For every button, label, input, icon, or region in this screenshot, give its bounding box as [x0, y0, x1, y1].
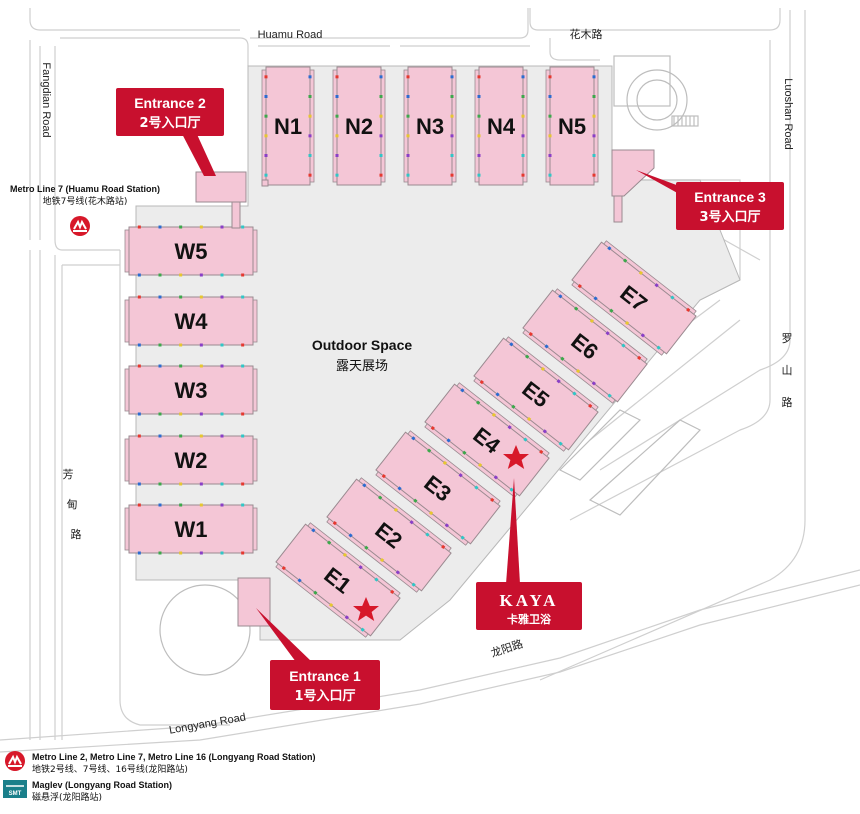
smt-label: SMT — [9, 791, 22, 797]
brand-callout-kaya: KAYA 卡雅卫浴 — [476, 478, 582, 630]
hall-n1[interactable]: N1 — [261, 66, 315, 186]
entrance-2-sub: 2号入口厅 — [139, 116, 200, 131]
road-label-huamu: Huamu Road — [258, 29, 323, 41]
hall-e3[interactable]: E3 — [373, 429, 502, 547]
fangdian-cn-char-2: 甸 — [67, 498, 78, 511]
entrance-2-building[interactable] — [195, 171, 247, 203]
legend: Metro Line 2, Metro Line 7, Metro Line 1… — [3, 751, 316, 803]
outdoor-space-label: Outdoor Space 露天展场 — [312, 337, 413, 374]
hall-w4[interactable]: W4 — [124, 295, 258, 347]
luoshan-cn-char-2: 山 — [782, 364, 793, 377]
star-marker-icon — [503, 445, 529, 469]
hall-w1[interactable]: W1 — [124, 503, 258, 555]
metro-logo-icon — [70, 216, 90, 236]
hall-label-w5: W5 — [175, 239, 208, 264]
hall-n2[interactable]: N2 — [332, 66, 386, 186]
metro-huamu: Metro Line 7 (Huamu Road Station) 地铁7号线(… — [10, 184, 160, 236]
hall-w3[interactable]: W3 — [124, 364, 258, 416]
metro-huamu-label: Metro Line 7 (Huamu Road Station) — [10, 184, 160, 194]
entrance-1-title: Entrance 1 — [289, 668, 361, 684]
hall-label-n4: N4 — [487, 114, 516, 139]
metro-logo-icon — [5, 751, 25, 771]
hall-e6[interactable]: E6 — [520, 287, 649, 405]
legend-metro-label-cn: 地铁2号线、7号线、16号线(龙阳路站) — [32, 763, 188, 775]
legend-metro-label: Metro Line 2, Metro Line 7, Metro Line 1… — [32, 752, 316, 762]
hall-label-n1: N1 — [274, 114, 302, 139]
road-label-luoshan: Luoshan Road — [782, 78, 794, 150]
road-label-fangdian: Fangdian Road — [40, 62, 52, 137]
landscape-features — [159, 55, 701, 676]
north-halls: N1 N2 N3 N4 N5 — [261, 66, 599, 186]
entrance-3-building[interactable] — [611, 149, 655, 197]
hall-w2[interactable]: W2 — [124, 434, 258, 486]
hall-e2[interactable]: E2 — [324, 476, 453, 594]
metro-huamu-label-cn: 地铁7号线(花木路站) — [43, 195, 128, 207]
hall-label-w2: W2 — [175, 448, 208, 473]
hall-label-n5: N5 — [558, 114, 586, 139]
callout-entrance-2: Entrance 2 2号入口厅 — [116, 88, 224, 176]
road-label-fangdian-cn: 芳 甸 路 — [63, 467, 82, 541]
outdoor-title: Outdoor Space — [312, 337, 413, 353]
road-label-longyang-cn: 龙阳路 — [489, 637, 524, 660]
hall-n3[interactable]: N3 — [403, 66, 457, 186]
hall-label-n2: N2 — [345, 114, 373, 139]
brand-name-cn: 卡雅卫浴 — [507, 612, 552, 626]
luoshan-cn-char-1: 罗 — [782, 332, 793, 345]
hall-label-w4: W4 — [175, 309, 209, 334]
callout-entrance-3: Entrance 3 3号入口厅 — [636, 170, 784, 230]
brand-name: KAYA — [500, 591, 559, 610]
fangdian-cn-char-3: 路 — [71, 528, 82, 541]
entrance-2-title: Entrance 2 — [134, 95, 206, 111]
outdoor-title-cn: 露天展场 — [336, 359, 388, 374]
hall-label-w3: W3 — [175, 378, 208, 403]
entrance-1-sub: 1号入口厅 — [294, 689, 355, 704]
legend-maglev-label-cn: 磁悬浮(龙阳路站) — [32, 791, 102, 803]
luoshan-cn-char-3: 路 — [782, 396, 793, 409]
road-label-luoshan-cn: 罗 山 路 — [782, 332, 793, 409]
hall-n5[interactable]: N5 — [545, 66, 599, 186]
hall-label-w1: W1 — [175, 517, 208, 542]
road-label-huamu-cn: 花木路 — [570, 28, 603, 41]
hall-n4[interactable]: N4 — [474, 66, 528, 186]
hall-w5[interactable]: W5 — [124, 225, 258, 277]
entrance-3-title: Entrance 3 — [694, 189, 766, 205]
callout-entrance-1: Entrance 1 1号入口厅 — [256, 608, 380, 710]
hall-label-n3: N3 — [416, 114, 444, 139]
hall-e7[interactable]: E7 — [569, 239, 698, 357]
legend-maglev-label: Maglev (Longyang Road Station) — [32, 780, 172, 790]
star-marker-icon — [353, 597, 379, 621]
road-label-longyang: Longyang Road — [168, 711, 247, 736]
hall-e5[interactable]: E5 — [471, 335, 600, 453]
entrance-3-sub: 3号入口厅 — [699, 210, 760, 225]
fangdian-cn-char-1: 芳 — [63, 467, 74, 481]
hall-e4[interactable]: E4 — [422, 381, 551, 499]
maglev-logo-icon: SMT — [3, 780, 27, 798]
